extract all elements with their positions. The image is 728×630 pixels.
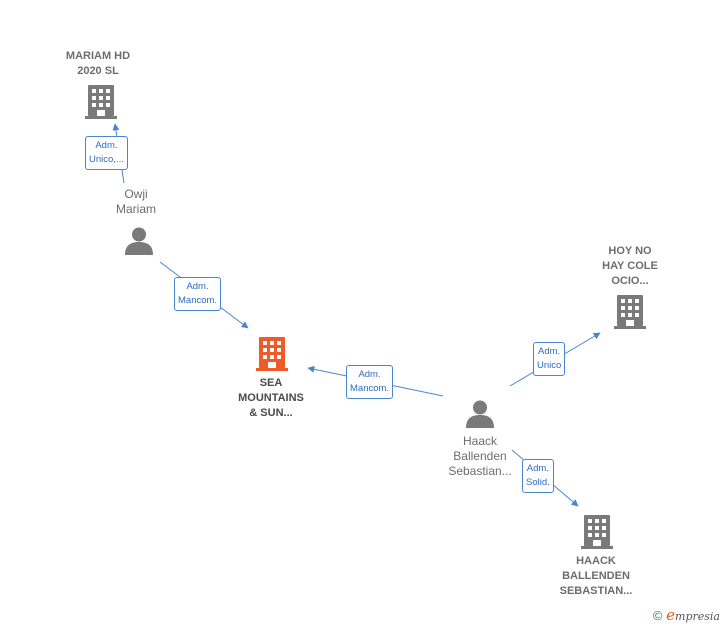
edge-role-line: Adm. xyxy=(95,140,118,151)
company-label-hoy-no-hay-cole[interactable]: HOY NO HAY COLE OCIO... xyxy=(580,244,680,289)
company-name-line: HAACK xyxy=(576,555,616,567)
company-name-line: HOY NO xyxy=(608,245,652,257)
person-icon[interactable] xyxy=(125,227,153,256)
person-name-line: Mariam xyxy=(115,202,156,216)
copyright-icon: © xyxy=(652,608,663,623)
edge-role-line: Adm. xyxy=(526,463,549,474)
building-icon[interactable] xyxy=(614,295,646,329)
person-label-haack-ballenden[interactable]: Haack Ballenden Sebastian... xyxy=(430,434,530,479)
edge-role-line: Adm. xyxy=(358,369,381,380)
person-name-line: Owji xyxy=(124,187,148,201)
edge-role-line: Adm. xyxy=(538,346,561,357)
company-name-line: MOUNTAINS xyxy=(238,392,304,404)
person-name-line: Sebastian... xyxy=(448,464,512,478)
edge-label-haack-hoy[interactable]: Adm. Unico xyxy=(533,342,566,376)
edge-label-owji-mariam[interactable]: Adm. Unico,... xyxy=(85,136,128,170)
building-icon[interactable] xyxy=(85,85,117,119)
company-name-line: SEA xyxy=(259,377,283,389)
edge-label-owji-sea[interactable]: Adm. Mancom. xyxy=(174,277,222,311)
edge-role-line: Unico,... xyxy=(89,154,124,165)
company-name-line: & SUN... xyxy=(249,407,293,419)
edge-role-line: Mancom. xyxy=(350,383,390,394)
company-name-line: OCIO... xyxy=(611,275,649,287)
company-name-line: HAY COLE xyxy=(602,260,658,272)
building-icon[interactable] xyxy=(256,337,288,371)
edge-role-line: Adm. xyxy=(186,281,209,292)
brand-rest: mpresia xyxy=(675,610,720,623)
company-name-line: 2020 SL xyxy=(77,65,119,77)
company-name-line: SEBASTIAN... xyxy=(559,585,633,597)
edge-label-haack-haackco[interactable]: Adm. Solid. xyxy=(522,459,554,493)
person-name-line: Haack xyxy=(462,434,497,448)
edge-role-line: Mancom. xyxy=(178,295,218,306)
company-label-haack-ballenden[interactable]: HAACK BALLENDEN SEBASTIAN... xyxy=(546,554,646,599)
brand-initial: e xyxy=(666,606,676,624)
company-name-line: BALLENDEN xyxy=(562,570,630,582)
person-icon[interactable] xyxy=(466,400,494,429)
edge-role-line: Solid. xyxy=(526,477,550,488)
edge-role-line: Unico xyxy=(537,360,562,371)
company-label-mariam-hd[interactable]: MARIAM HD 2020 SL xyxy=(48,49,148,79)
footer-brand: © empresia xyxy=(653,606,720,624)
edge-label-haack-sea[interactable]: Adm. Mancom. xyxy=(346,365,394,399)
company-name-line: MARIAM HD xyxy=(65,50,131,62)
building-icon[interactable] xyxy=(581,515,613,549)
person-label-owji-mariam[interactable]: Owji Mariam xyxy=(96,187,176,217)
company-label-sea-mountains[interactable]: SEA MOUNTAINS & SUN... xyxy=(221,376,321,421)
person-name-line: Ballenden xyxy=(453,449,507,463)
brand-logo: empresia xyxy=(666,606,720,624)
